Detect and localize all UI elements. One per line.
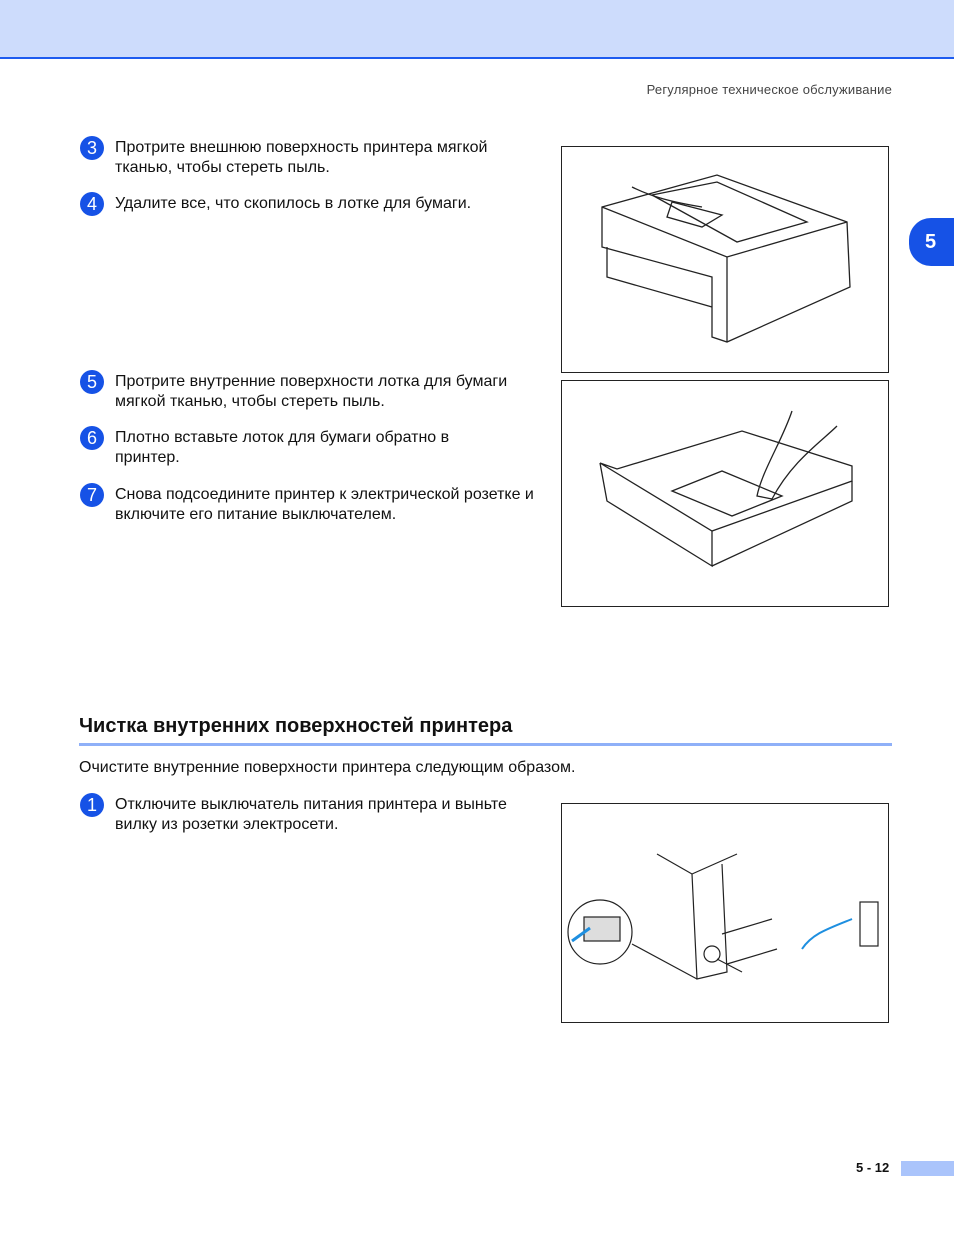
printer-wipe-illustration	[561, 146, 889, 373]
section-heading: Чистка внутренних поверхностей принтера	[79, 715, 513, 737]
heading-rule	[79, 743, 892, 746]
step-number-badge: 7	[80, 483, 104, 507]
footer-bar	[901, 1161, 954, 1176]
chapter-tab[interactable]: 5	[909, 218, 954, 266]
step-number-badge: 6	[80, 426, 104, 450]
step-number-badge: 4	[80, 192, 104, 216]
step-number-badge: 1	[80, 793, 104, 817]
power-switch-illustration	[561, 803, 889, 1023]
header-band	[0, 0, 954, 59]
paper-tray-illustration	[561, 380, 889, 607]
page-number: 5 - 12	[856, 1160, 890, 1175]
step-number-badge: 5	[80, 370, 104, 394]
section-title: Регулярное техническое обслуживание	[646, 82, 892, 97]
section-intro: Очистите внутренние поверхности принтера…	[79, 759, 576, 776]
step-number-badge: 3	[80, 136, 104, 160]
